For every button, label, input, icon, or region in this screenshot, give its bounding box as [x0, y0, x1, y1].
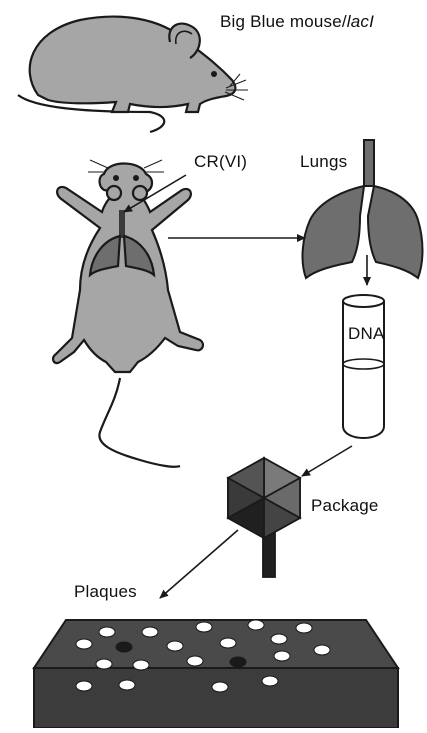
plaque-white	[248, 620, 264, 630]
plaque-white	[167, 641, 183, 651]
plaque-white	[119, 680, 135, 690]
mouse-title-label: Big Blue mouse/lacI	[220, 12, 374, 32]
plaque-white	[76, 639, 92, 649]
plaque-white	[142, 627, 158, 637]
plaque-white	[220, 638, 236, 648]
package-label: Package	[311, 496, 379, 516]
plaque-white	[314, 645, 330, 655]
side-mouse	[18, 17, 248, 132]
plaque-white	[99, 627, 115, 637]
ventral-mouse	[53, 160, 203, 467]
plaque-white	[96, 659, 112, 669]
dna-label: DNA	[348, 324, 385, 344]
plaques-label: Plaques	[74, 582, 137, 602]
dna-tube	[343, 295, 384, 438]
plaque-white	[262, 676, 278, 686]
plaque-white	[187, 656, 203, 666]
chemical-label: CR(VI)	[194, 152, 247, 172]
mouse-title-main: Big Blue mouse/	[220, 12, 347, 31]
plaque-white	[76, 681, 92, 691]
arrow-phage-to-dish	[160, 530, 238, 598]
phage-package	[228, 458, 300, 577]
lungs-label: Lungs	[300, 152, 347, 172]
plaque-white	[274, 651, 290, 661]
plaque-dark	[230, 657, 246, 667]
plaque-white	[212, 682, 228, 692]
arrow-dna-to-phage	[302, 446, 352, 476]
plaque-dish	[34, 620, 398, 728]
mouse-title-gene: lacI	[347, 12, 374, 31]
plaque-white	[196, 622, 212, 632]
plaque-white	[133, 660, 149, 670]
plaque-white	[271, 634, 287, 644]
plaque-dark	[116, 642, 132, 652]
plaque-white	[296, 623, 312, 633]
